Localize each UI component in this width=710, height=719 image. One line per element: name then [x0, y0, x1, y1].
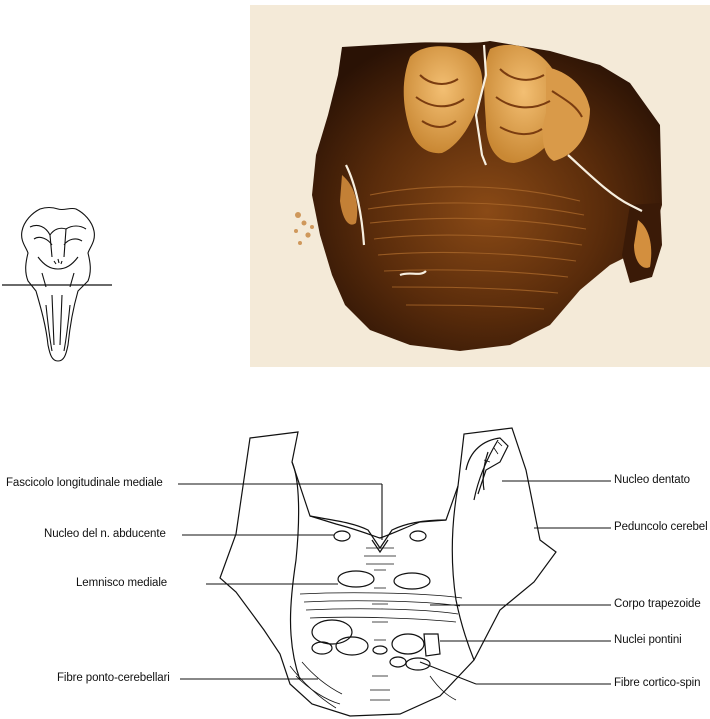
label-nucleo-dentato: Nucleo dentato: [614, 474, 690, 486]
label-peduncolo-cerebellare: Peduncolo cerebel: [614, 521, 708, 533]
label-fibre-cortico-spinali: Fibre cortico-spin: [614, 677, 700, 689]
label-fascicolo-longitudinale-mediale: Fascicolo longitudinale mediale: [6, 477, 163, 489]
label-lemnisco-mediale: Lemnisco mediale: [76, 577, 167, 589]
label-fibre-ponto-cerebellari: Fibre ponto-cerebellari: [57, 672, 170, 684]
label-nucleo-abducente: Nucleo del n. abducente: [44, 528, 166, 540]
label-corpo-trapezoide: Corpo trapezoide: [614, 598, 701, 610]
label-nuclei-pontini: Nuclei pontini: [614, 634, 682, 646]
